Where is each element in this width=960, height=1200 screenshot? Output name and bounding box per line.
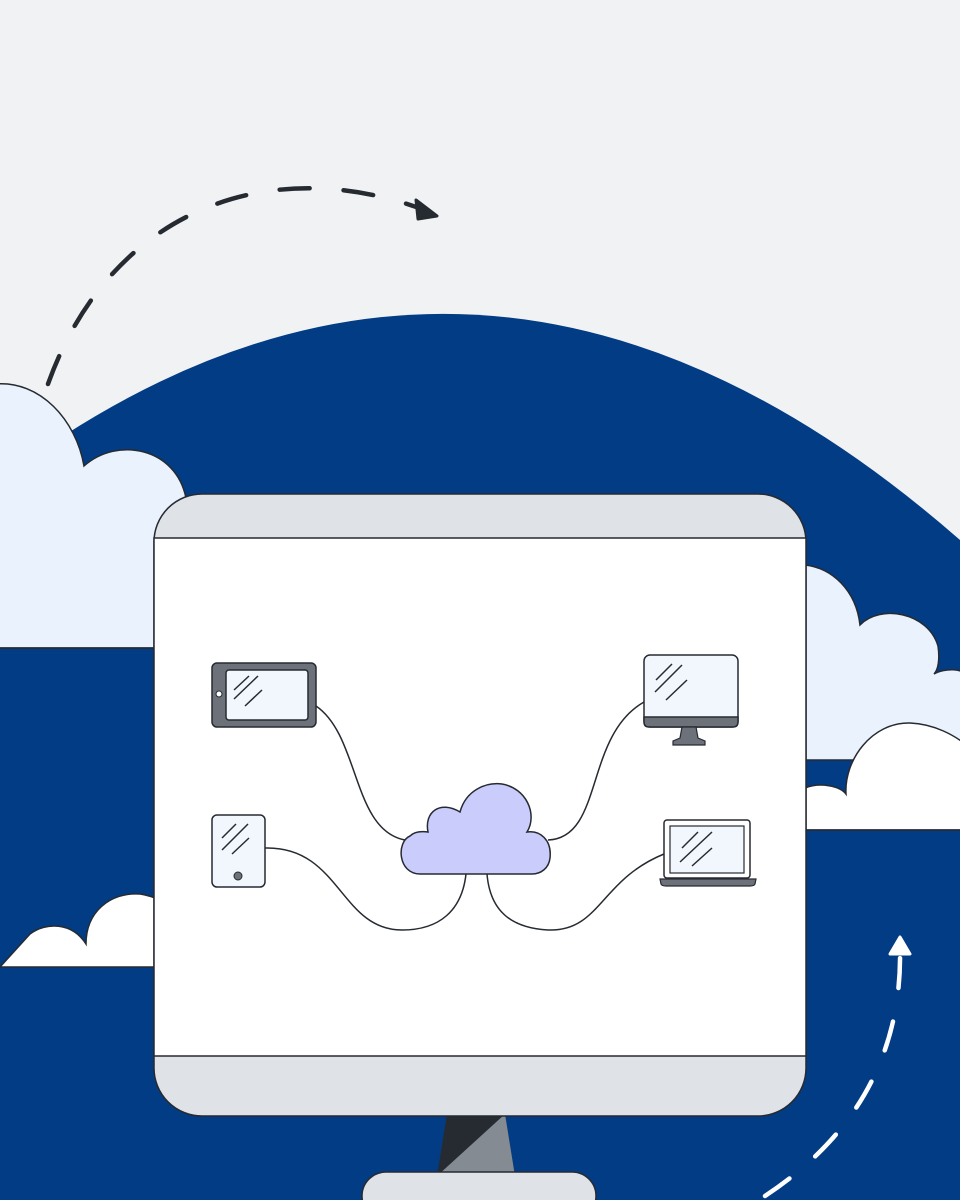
wire-phone — [264, 847, 467, 931]
cloud-icon — [400, 782, 551, 875]
monitor-base — [361, 1171, 597, 1200]
cloud-left-white — [0, 893, 156, 968]
curved-arrow-bottom — [762, 935, 912, 1199]
wire-tablet — [315, 705, 406, 841]
wire-desktop — [547, 701, 645, 841]
phone-icon — [211, 814, 266, 888]
laptop-icon — [659, 819, 757, 887]
arrow-head-icon — [414, 198, 439, 221]
monitor-stand — [361, 1114, 597, 1200]
arrow-head-icon — [888, 935, 912, 956]
cloud-right-white — [804, 722, 960, 831]
desktop-monitor-icon — [643, 654, 739, 746]
cloud-right-pale — [804, 564, 960, 761]
curved-arrow-top — [45, 185, 439, 387]
wire-laptop — [486, 853, 665, 931]
connection-lines — [264, 701, 665, 931]
tablet-icon — [211, 662, 317, 728]
